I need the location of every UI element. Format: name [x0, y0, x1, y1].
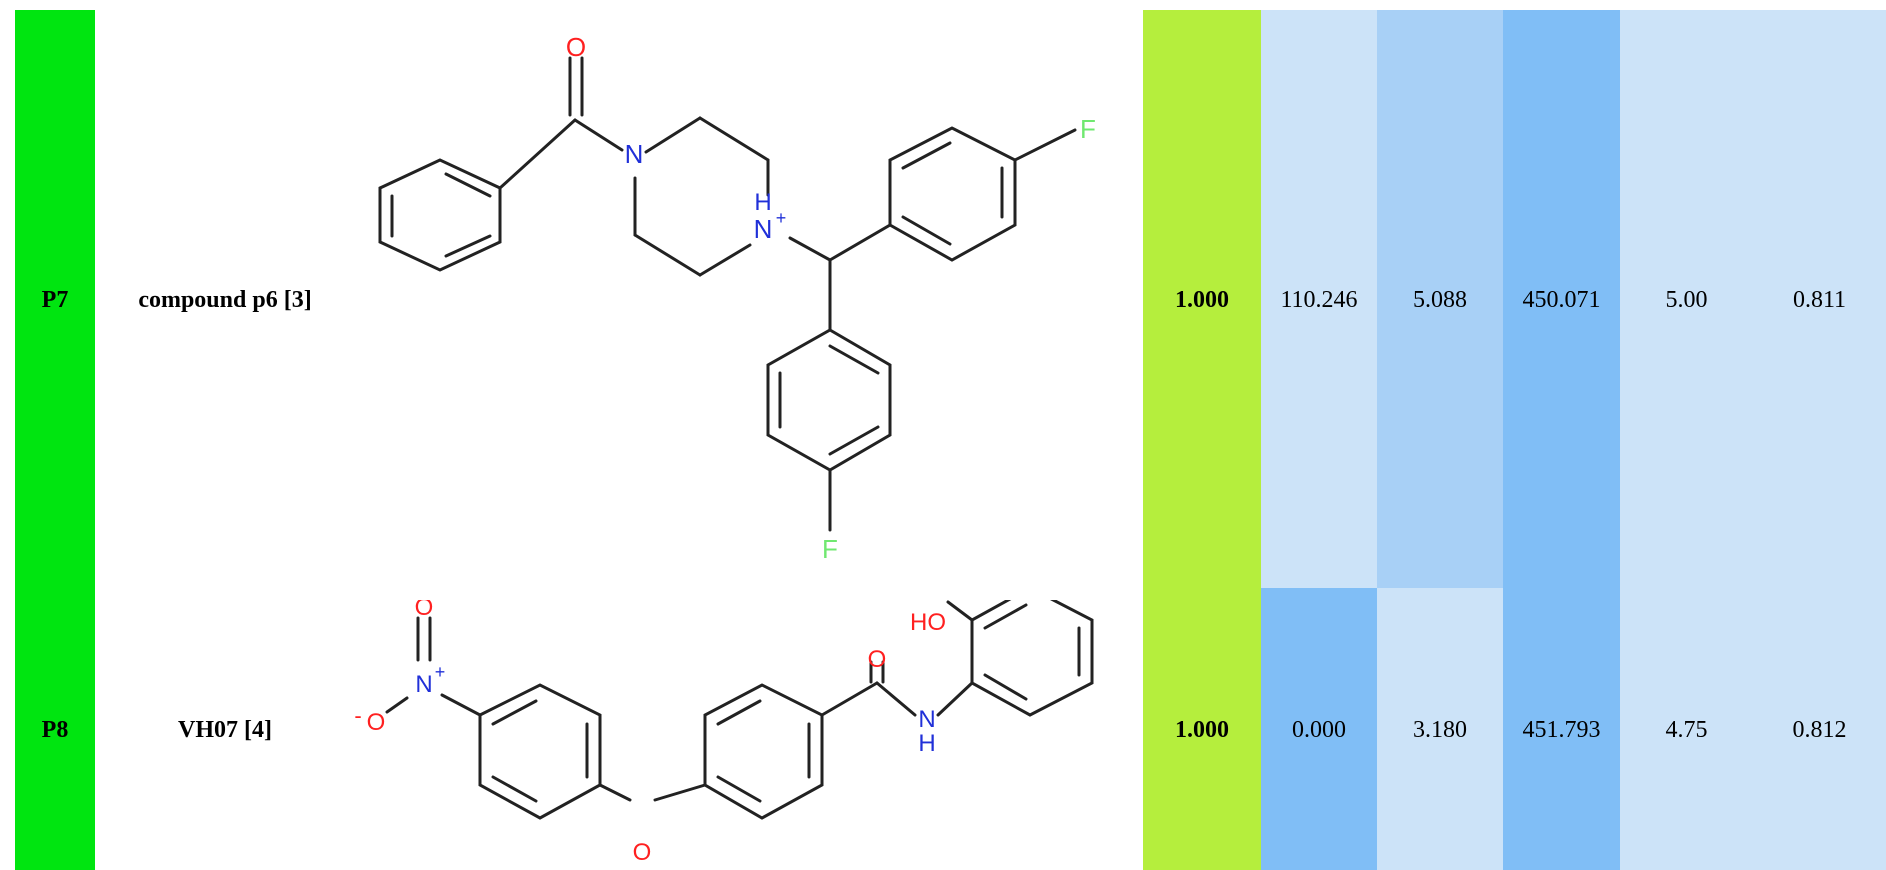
row-id-p7: P7	[41, 286, 69, 313]
atom-label: F	[822, 534, 838, 564]
value-cell-bg	[1620, 10, 1886, 870]
value-p8-5: 0.812	[1792, 716, 1847, 743]
atom-label: H	[754, 189, 771, 216]
atom-label: O	[868, 646, 887, 673]
atom-label: N	[918, 706, 935, 733]
value-cell-bg	[1261, 588, 1377, 870]
atom-label: O	[633, 839, 652, 866]
compound-name-p8: VH07 [4]	[178, 716, 272, 743]
row-id-p8: P8	[41, 716, 69, 743]
value-p7-3: 450.071	[1522, 286, 1601, 313]
score-p7: 1.000	[1175, 286, 1229, 313]
atom-label: N	[754, 214, 773, 244]
atom-label: +	[776, 208, 787, 228]
atom-label: N	[625, 139, 644, 169]
atom-label: F	[1080, 114, 1096, 144]
value-p8-4: 4.75	[1665, 716, 1708, 743]
value-cell-bg	[1261, 10, 1377, 588]
compound-name-p7: compound p6 [3]	[138, 286, 312, 313]
atom-label: -	[354, 703, 361, 728]
atom-label: +	[435, 662, 446, 682]
atom-label: O	[566, 32, 586, 62]
id-column	[15, 10, 95, 870]
value-cell-bg	[1503, 10, 1620, 870]
value-p8-2: 3.180	[1413, 716, 1467, 743]
structure-image-p8: O N + - O O O N H HO	[354, 600, 1094, 866]
value-p7-1: 110.246	[1280, 286, 1358, 313]
structure-image-p7: O N H N + F F	[378, 32, 1096, 564]
value-p7-4: 5.00	[1665, 286, 1708, 313]
atom-label: H	[918, 730, 935, 757]
value-p7-5: 0.811	[1792, 286, 1847, 313]
score-p8: 1.000	[1175, 716, 1229, 743]
score-column	[1143, 10, 1261, 870]
value-cell-bg	[1377, 10, 1503, 588]
atom-label: N	[415, 671, 432, 698]
value-p8-3: 451.793	[1522, 716, 1601, 743]
value-p7-2: 5.088	[1413, 286, 1467, 313]
atom-label: HO	[910, 609, 946, 636]
atom-label: O	[367, 709, 386, 736]
value-cell-bg	[1377, 588, 1503, 870]
atom-label: O	[415, 600, 434, 621]
value-p8-1: 0.000	[1292, 716, 1346, 743]
